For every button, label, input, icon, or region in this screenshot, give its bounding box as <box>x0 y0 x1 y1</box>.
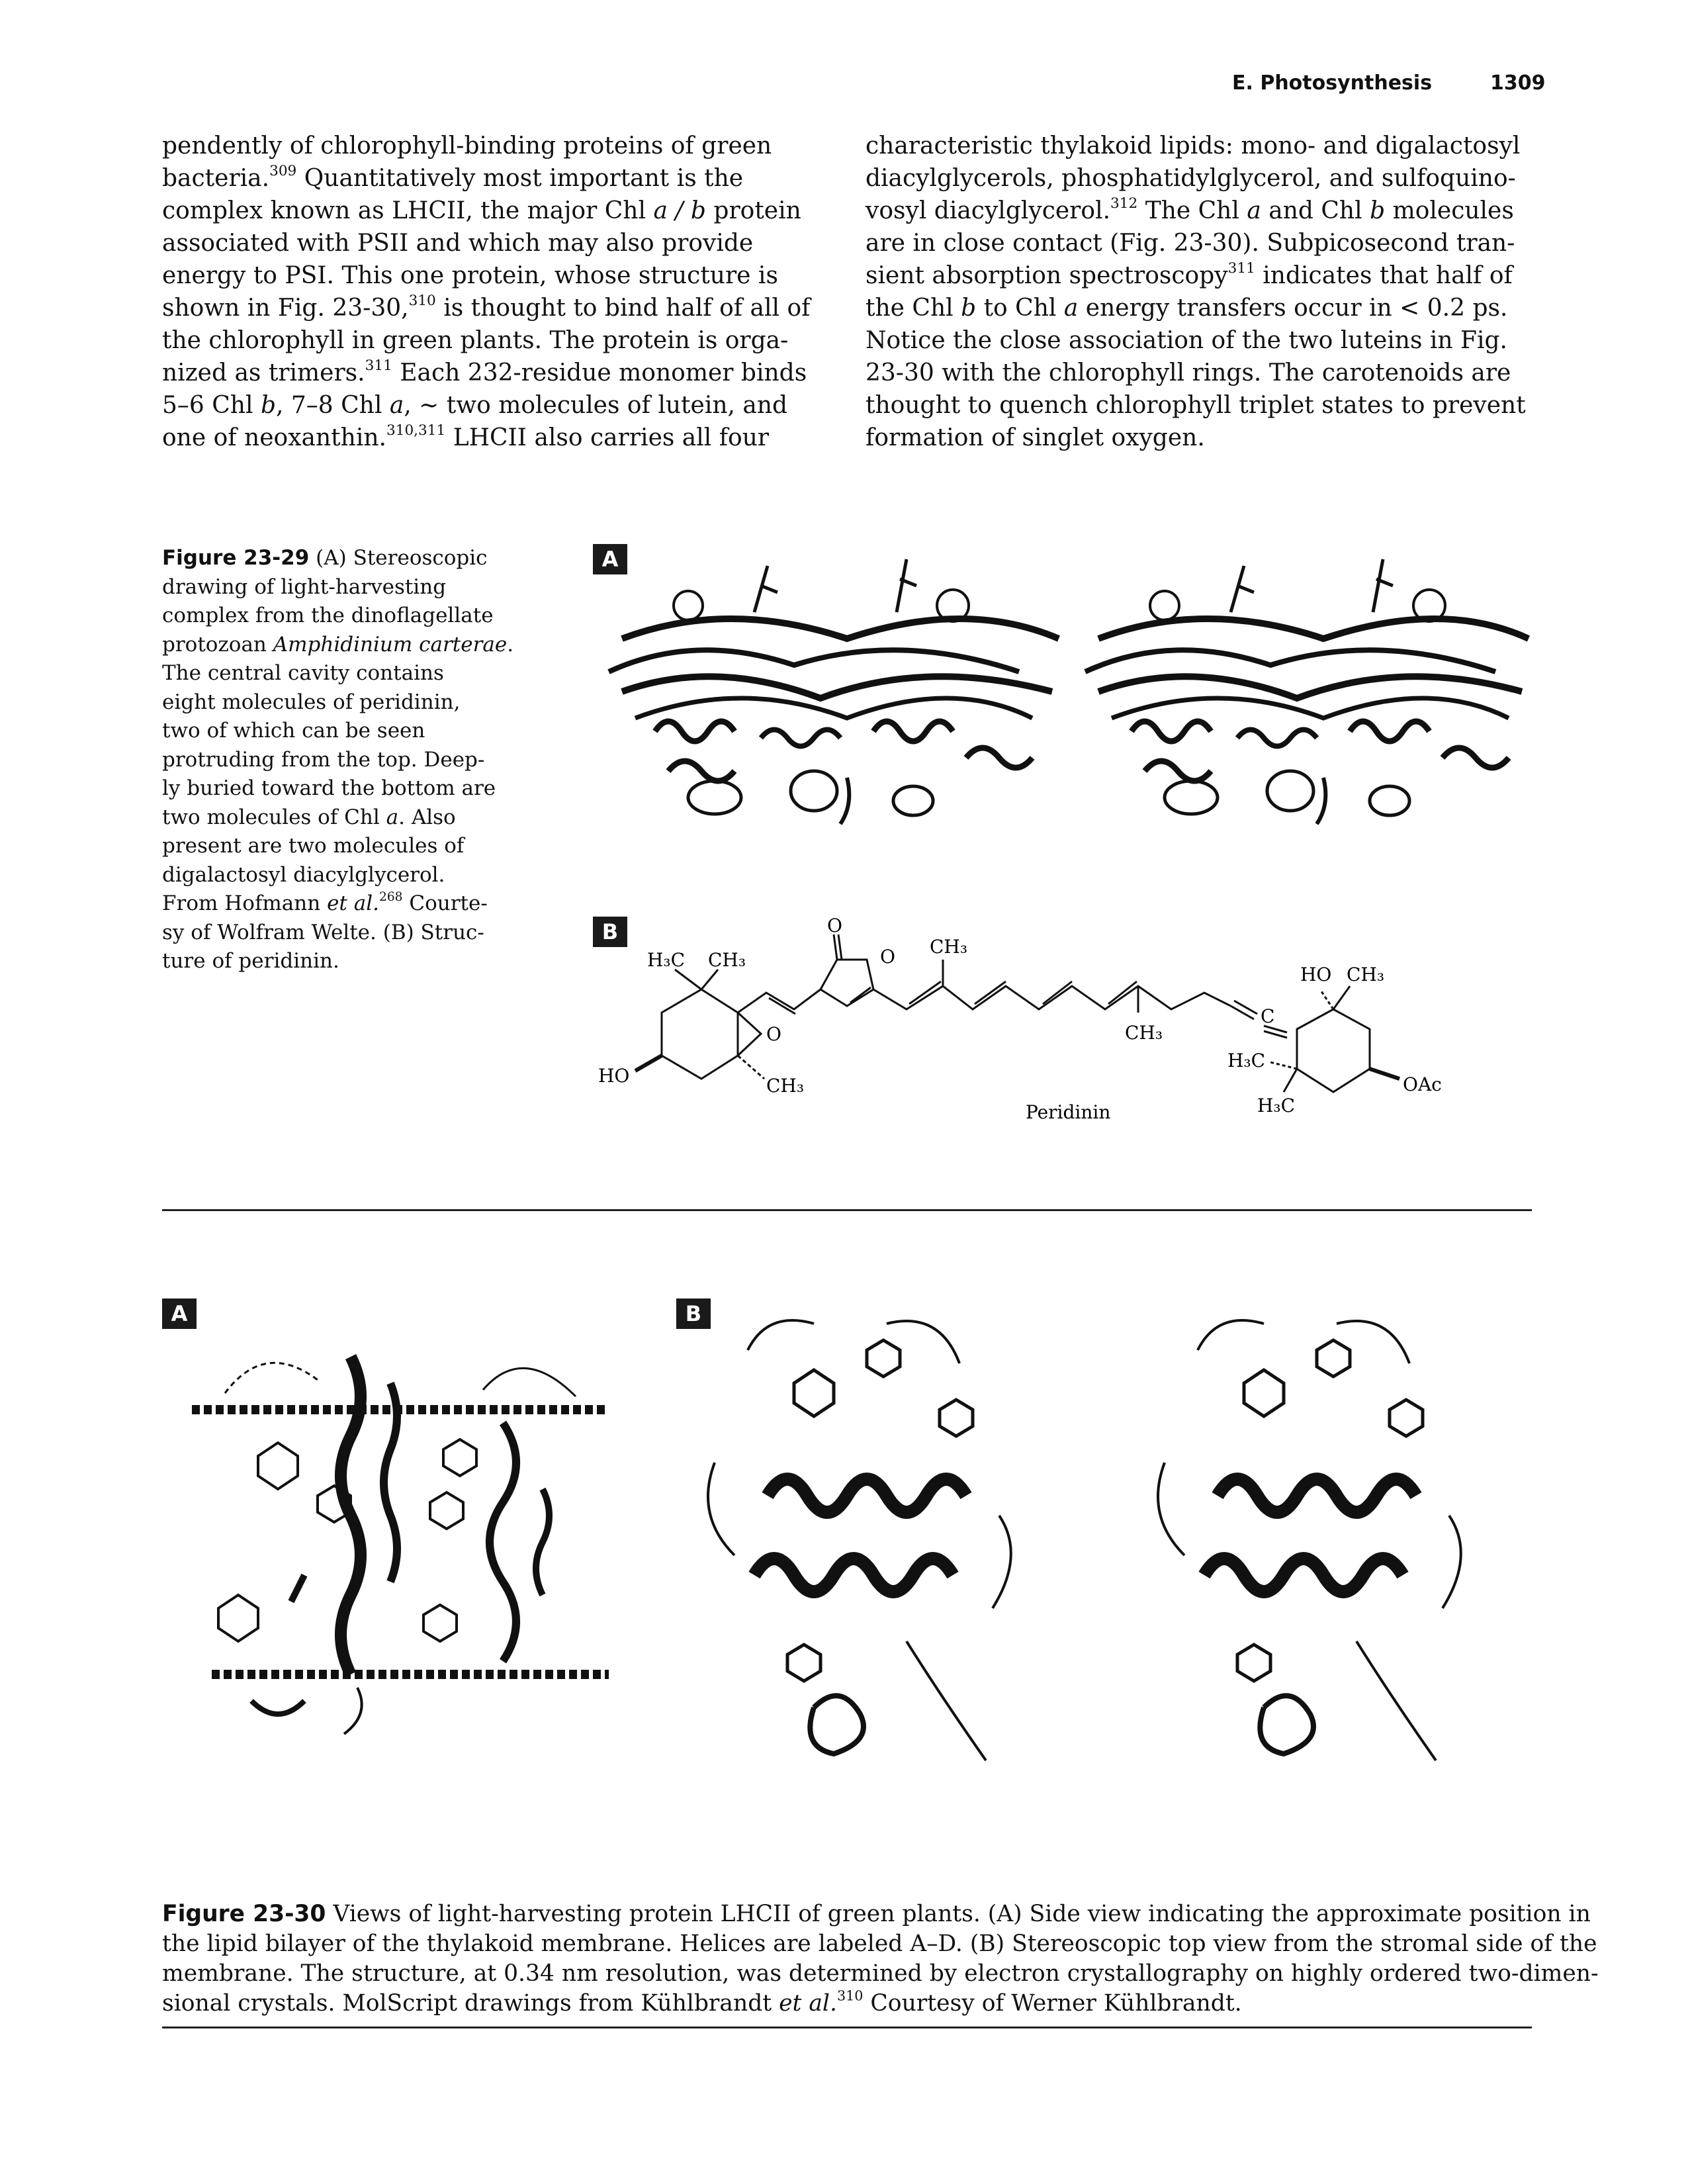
peridinin-structure: H₃C CH₃ O O CH₃ O HO CH₃ CH₃ C HO CH₃ H₃… <box>598 915 1442 1123</box>
text-line: bacteria.309 Quantitatively most importa… <box>162 162 744 192</box>
text-line: are in close contact (Fig. 23-30). Subpi… <box>866 230 1515 257</box>
peridinin-ch3-epoxide: CH₃ <box>766 1075 804 1097</box>
peridinin-o-ring: O <box>880 946 895 968</box>
top-view-right <box>1157 1319 1462 1762</box>
peridinin-h3c-right-upper: H₃C <box>1227 1050 1265 1071</box>
peridinin-ho-left: HO <box>598 1065 629 1087</box>
text-line: energy to PSI. This one protein, whose s… <box>162 262 778 289</box>
peridinin-oac: OAc <box>1403 1073 1442 1095</box>
figure-23-30-caption: Figure 23-30 Views of light-harvesting p… <box>162 1901 1599 2017</box>
peridinin-o-epoxide: O <box>766 1023 781 1045</box>
peridinin-name-label: Peridinin <box>1026 1101 1110 1123</box>
left-column-text: pendently of chlorophyll-binding protein… <box>162 130 824 454</box>
figure-23-29-caption: Figure 23-29 (A) Stereoscopic drawing of… <box>162 546 514 973</box>
text-line: sient absorption spectroscopy311 indicat… <box>866 259 1513 289</box>
top-view-left <box>707 1319 1012 1762</box>
peridinin-ch3-left: CH₃ <box>708 949 746 971</box>
text-line: one of neoxanthin.310,311 LHCII also car… <box>162 422 770 451</box>
figure-23-30-panel-b-label: B <box>676 1298 711 1329</box>
peridinin-ch3-lower: CH₃ <box>1125 1022 1163 1044</box>
figure-23-29-panel-a-label: A <box>593 544 627 574</box>
peridinin-c-allene: C <box>1261 1005 1274 1027</box>
peridinin-h3c-left: H₃C <box>647 949 685 971</box>
text-line: formation of singlet oxygen. <box>866 424 1205 451</box>
text-line: diacylglycerols, phosphatidylglycerol, a… <box>866 165 1516 192</box>
text-line: associated with PSII and which may also … <box>162 230 754 257</box>
bottom-rule <box>162 2026 1532 2028</box>
text-line: the chlorophyll in green plants. The pro… <box>162 327 789 354</box>
reference-superscript: 311 <box>365 357 392 374</box>
peridinin-h3c-right-lower: H₃C <box>1257 1095 1295 1116</box>
peridinin-ho-right: HO <box>1300 964 1331 985</box>
reference-superscript: 310 <box>408 292 436 309</box>
reference-superscript: 311 <box>1227 259 1255 277</box>
figure-separator-rule <box>162 1209 1532 1211</box>
text-line: 23-30 with the chlorophyll rings. The ca… <box>866 359 1511 387</box>
stereo-drawing-left <box>607 559 1060 825</box>
reference-superscript: 312 <box>1110 195 1138 212</box>
lhcii-side-view <box>192 1353 609 1735</box>
peridinin-ch3-right: CH₃ <box>1347 964 1384 985</box>
peridinin-ch3-top: CH₃ <box>930 936 967 958</box>
peridinin-o-carbonyl: O <box>827 915 842 936</box>
text-line: pendently of chlorophyll-binding protein… <box>162 132 772 159</box>
figure-23-29-panel-b-label: B <box>593 917 627 947</box>
text-line: Notice the close association of the two … <box>866 327 1507 354</box>
figure-23-30-panel-a-label: A <box>162 1298 197 1329</box>
figure-23-29-stereo-drawing <box>607 559 1531 825</box>
reference-superscript: 310,311 <box>386 422 446 439</box>
text-line: characteristic thylakoid lipids: mono- a… <box>866 132 1521 159</box>
lhcii-stereo-top-view <box>707 1319 1462 1762</box>
text-line: complex known as LHCII, the major Chl a … <box>162 197 801 224</box>
running-header-section: E. Photosynthesis <box>1232 71 1433 95</box>
text-line: the Chl b to Chl a energy transfers occu… <box>866 295 1508 322</box>
text-line: thought to quench chlorophyll triplet st… <box>866 392 1526 419</box>
text-line: vosyl diacylglycerol.312 The Chl a and C… <box>866 195 1514 224</box>
page-number: 1309 <box>1490 71 1546 95</box>
stereo-drawing-right <box>1084 559 1531 825</box>
right-column-text: characteristic thylakoid lipids: mono- a… <box>866 130 1534 454</box>
text-line: shown in Fig. 23-30,310 is thought to bi… <box>162 292 811 322</box>
reference-superscript: 309 <box>269 162 297 179</box>
text-line: 5–6 Chl b, 7–8 Chl a, ~ two molecules of… <box>162 392 788 419</box>
text-line: nized as trimers.311 Each 232-residue mo… <box>162 357 807 387</box>
